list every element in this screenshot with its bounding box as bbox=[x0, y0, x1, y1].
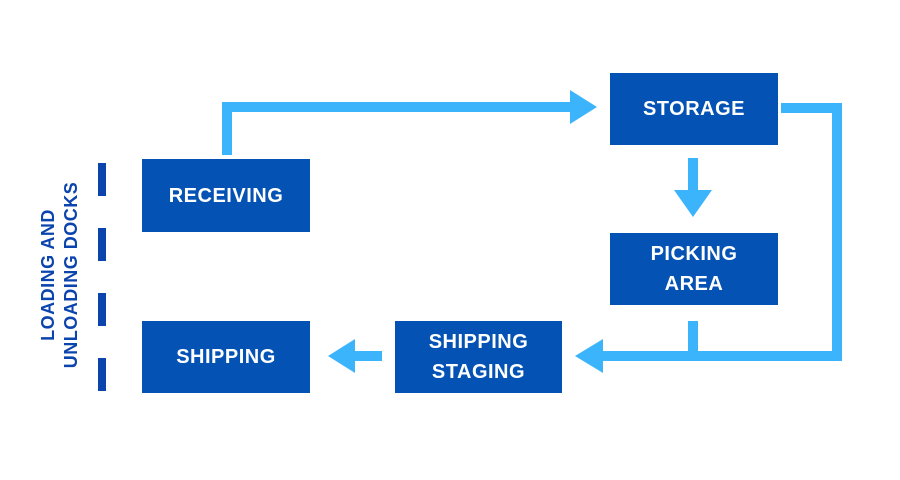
node-receiving: RECEIVING bbox=[142, 159, 310, 232]
node-shipping-staging: SHIPPING STAGING bbox=[395, 321, 562, 393]
dock-dashed-line bbox=[98, 163, 106, 392]
arrowhead-into-storage bbox=[570, 90, 597, 124]
arrow-storage-to-staging-top bbox=[781, 103, 842, 113]
arrowhead-into-shipping bbox=[328, 339, 355, 373]
arrow-storage-to-picking-shaft bbox=[688, 158, 698, 190]
dock-label-line2: UNLOADING DOCKS bbox=[61, 181, 81, 369]
dock-label-line1: LOADING AND bbox=[38, 209, 58, 341]
node-storage: STORAGE bbox=[610, 73, 778, 145]
node-shipping: SHIPPING bbox=[142, 321, 310, 393]
arrow-storage-to-staging-bottom bbox=[603, 351, 842, 361]
arrow-receiving-to-storage-horizontal bbox=[222, 102, 570, 112]
arrow-staging-to-shipping-shaft bbox=[355, 351, 382, 361]
arrowhead-into-staging bbox=[575, 339, 603, 373]
node-picking-area: PICKING AREA bbox=[610, 233, 778, 305]
arrowhead-into-picking bbox=[674, 190, 712, 217]
arrow-picking-to-staging-stub bbox=[688, 321, 698, 353]
arrow-receiving-to-storage-vertical bbox=[222, 102, 232, 155]
arrow-storage-to-staging-vertical bbox=[832, 103, 842, 361]
